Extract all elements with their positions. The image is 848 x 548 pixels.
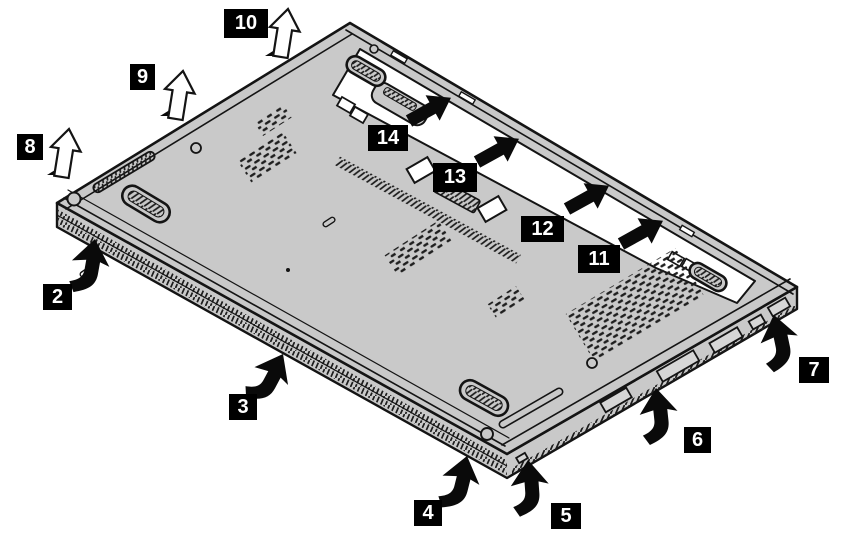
rubber-feet bbox=[120, 54, 728, 418]
callout-label-13: 13 bbox=[433, 163, 477, 192]
screw-hole bbox=[286, 268, 290, 272]
vent-clusters bbox=[237, 104, 705, 362]
rubber-foot bbox=[688, 261, 728, 293]
callout-10-arrow-icon bbox=[264, 5, 304, 61]
callout-label-14: 14 bbox=[368, 125, 408, 151]
latch-slider bbox=[335, 95, 357, 115]
front-edge-grip-texture bbox=[57, 217, 507, 475]
callout-label-5: 5 bbox=[551, 503, 581, 529]
callout-label-4: 4 bbox=[414, 500, 442, 526]
screw-hole bbox=[190, 142, 202, 154]
callout-label-7: 7 bbox=[799, 357, 829, 383]
port bbox=[708, 326, 744, 354]
screw-hole bbox=[480, 427, 494, 441]
callout-label-6: 6 bbox=[684, 427, 711, 453]
rim-slot bbox=[389, 49, 409, 65]
callout-label-8: 8 bbox=[17, 134, 43, 160]
rubber-foot bbox=[345, 54, 387, 88]
front-edge-grip-texture bbox=[57, 209, 507, 467]
alignment-hole bbox=[476, 194, 508, 224]
speaker-slots bbox=[92, 150, 564, 429]
callout-label-10: 10 bbox=[224, 9, 268, 38]
screw-hole bbox=[369, 44, 379, 54]
port bbox=[766, 296, 792, 318]
cover-seam-lines bbox=[63, 29, 794, 447]
cover-perforation-strip bbox=[335, 156, 521, 264]
alignment-hole bbox=[405, 155, 437, 185]
vent-cluster bbox=[384, 220, 452, 276]
callout-label-12: 12 bbox=[521, 216, 564, 242]
rubber-foot bbox=[458, 378, 510, 418]
latch-slider bbox=[348, 105, 370, 125]
callout-8-arrow-icon bbox=[45, 125, 85, 181]
vent-cluster bbox=[487, 286, 525, 318]
port bbox=[599, 386, 633, 414]
speaker-slot bbox=[92, 150, 156, 194]
port bbox=[655, 349, 701, 383]
callout-label-2: 2 bbox=[43, 284, 72, 310]
rim-slot bbox=[678, 224, 696, 238]
screw-hole bbox=[586, 357, 598, 369]
side-ports bbox=[514, 296, 792, 465]
rubber-foot bbox=[120, 184, 172, 224]
callout-label-11: 11 bbox=[578, 245, 620, 273]
callout-label-9: 9 bbox=[130, 64, 155, 90]
edge-tab bbox=[514, 451, 530, 465]
callout-label-3: 3 bbox=[229, 394, 257, 420]
vent-cluster bbox=[237, 131, 297, 183]
rim-slot bbox=[457, 90, 477, 106]
callout-9-arrow-icon bbox=[159, 67, 199, 123]
screw-hole bbox=[66, 191, 82, 207]
fan-grille bbox=[565, 248, 705, 362]
speaker-slot bbox=[498, 387, 564, 429]
port bbox=[747, 313, 767, 331]
screw-holes bbox=[66, 44, 598, 441]
rim-slots bbox=[389, 49, 696, 238]
vent-cluster bbox=[254, 104, 292, 136]
vent-slot bbox=[322, 216, 336, 228]
